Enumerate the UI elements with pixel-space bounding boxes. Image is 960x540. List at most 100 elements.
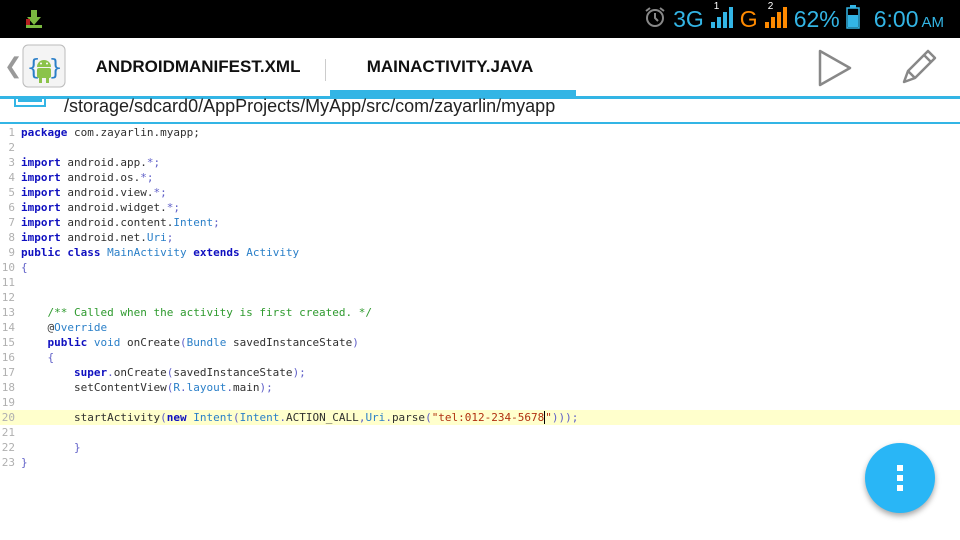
line-number: 4 [8, 171, 15, 184]
code-line[interactable]: 18 setContentView(R.layout.main); [0, 380, 960, 395]
download-icon [24, 9, 44, 33]
svg-text:{: { [27, 56, 40, 81]
action-bar: ❮ { } ANDROIDMANIFEST.XML MAINACTIVITY.J… [0, 38, 960, 99]
more-options-button[interactable] [865, 443, 935, 513]
code-line[interactable]: 9 public class MainActivity extends Activ… [0, 245, 960, 260]
code-token: { [47, 351, 55, 364]
line-number: 2 [8, 141, 15, 154]
code-token: android.app. [60, 156, 147, 169]
code-line[interactable]: 10{ [0, 260, 960, 275]
code-line[interactable]: 17 super.onCreate(savedInstanceState); [0, 365, 960, 380]
network-3g-label: 3G [673, 5, 704, 32]
tab-label: MAINACTIVITY.JAVA [366, 57, 534, 76]
code-token: android.view. [60, 186, 154, 199]
code-token: Intent [239, 411, 280, 424]
code-line[interactable]: 22 } [0, 440, 960, 455]
code-token: . [179, 381, 187, 394]
code-line[interactable]: 21 [0, 425, 960, 440]
code-token: android.os. [60, 171, 141, 184]
tab-androidmanifest[interactable]: ANDROIDMANIFEST.XML [80, 38, 316, 96]
code-token: ( [160, 411, 167, 424]
sim2-index: 2 [767, 0, 774, 12]
code-token: *; [140, 171, 154, 184]
code-token: startActivity [21, 411, 161, 424]
line-number: 7 [8, 216, 15, 229]
code-token: ACTION_CALL [285, 411, 359, 424]
code-line[interactable]: 15 public void onCreate(Bundle savedInst… [0, 335, 960, 350]
code-token: *; [153, 186, 167, 199]
code-token: Uri [365, 411, 386, 424]
code-token: onCreate [113, 366, 167, 379]
code-line[interactable]: 23} [0, 455, 960, 470]
line-number: 17 [1, 366, 15, 379]
line-number: 23 [1, 456, 15, 469]
line-number: 18 [1, 381, 15, 394]
alarm-icon [643, 5, 667, 34]
code-token: } [21, 456, 28, 469]
line-number: 1 [8, 126, 15, 139]
code-token [21, 351, 48, 364]
code-token: ; [166, 231, 174, 244]
code-text: public class MainActivity extends Activi… [21, 245, 299, 260]
line-number: 13 [1, 306, 15, 319]
code-token: ))); [551, 411, 579, 424]
code-line[interactable]: 19 [0, 395, 960, 410]
code-token: @ [21, 321, 55, 334]
svg-text:}: } [49, 56, 62, 81]
code-line[interactable]: 5 import android.view.*; [0, 185, 960, 200]
code-line[interactable]: 11 [0, 275, 960, 290]
line-number: 3 [8, 156, 15, 169]
code-token: extends [193, 246, 240, 259]
code-text: @Override [21, 320, 107, 335]
line-number: 8 [8, 231, 15, 244]
tab-label: ANDROIDMANIFEST.XML [95, 57, 301, 76]
code-token: layout [186, 381, 227, 394]
code-token: ) [352, 336, 359, 349]
run-icon[interactable] [812, 46, 856, 90]
path-bar: /storage/sdcard0/AppProjects/MyApp/src/c… [0, 96, 960, 124]
code-token: *; [166, 201, 180, 214]
code-token: Bundle [186, 336, 227, 349]
code-line[interactable]: 2 [0, 140, 960, 155]
status-bar: 3G 1 G 2 62% [0, 0, 960, 38]
edit-icon[interactable] [894, 44, 942, 92]
code-line[interactable]: 14 @Override [0, 320, 960, 335]
code-token: , [358, 411, 366, 424]
code-text: import android.widget.*; [21, 200, 180, 215]
code-token: parse [391, 411, 426, 424]
code-line[interactable]: 16 { [0, 350, 960, 365]
line-number: 22 [1, 441, 15, 454]
code-token: Activity [246, 246, 300, 259]
signal-icon: 2 [764, 1, 788, 33]
code-line[interactable]: 13 /** Called when the activity is first… [0, 305, 960, 320]
battery-icon [845, 4, 860, 34]
code-text: { [21, 350, 55, 365]
line-number: 9 [8, 246, 15, 259]
code-line[interactable]: 20 startActivity(new Intent(Intent.ACTIO… [0, 410, 960, 425]
code-text: import android.view.*; [21, 185, 167, 200]
code-token: " [545, 411, 552, 424]
code-token [21, 366, 74, 379]
tab-mainactivity[interactable]: MAINACTIVITY.JAVA [330, 38, 576, 96]
code-token: onCreate [120, 336, 180, 349]
code-token: Intent [193, 411, 233, 424]
clock-ampm: AM [921, 13, 945, 31]
folder-icon [14, 93, 46, 107]
code-token: public class [21, 246, 101, 259]
code-line[interactable]: 12 [0, 290, 960, 305]
line-number: 5 [8, 186, 15, 199]
app-logo-icon[interactable]: { } [22, 44, 66, 88]
code-token: super [73, 366, 108, 379]
line-number: 19 [1, 396, 15, 409]
line-number: 10 [1, 261, 15, 274]
code-token: Intent [173, 216, 214, 229]
up-chevron-icon[interactable]: ❮ [4, 54, 23, 79]
tab-divider [325, 59, 326, 81]
